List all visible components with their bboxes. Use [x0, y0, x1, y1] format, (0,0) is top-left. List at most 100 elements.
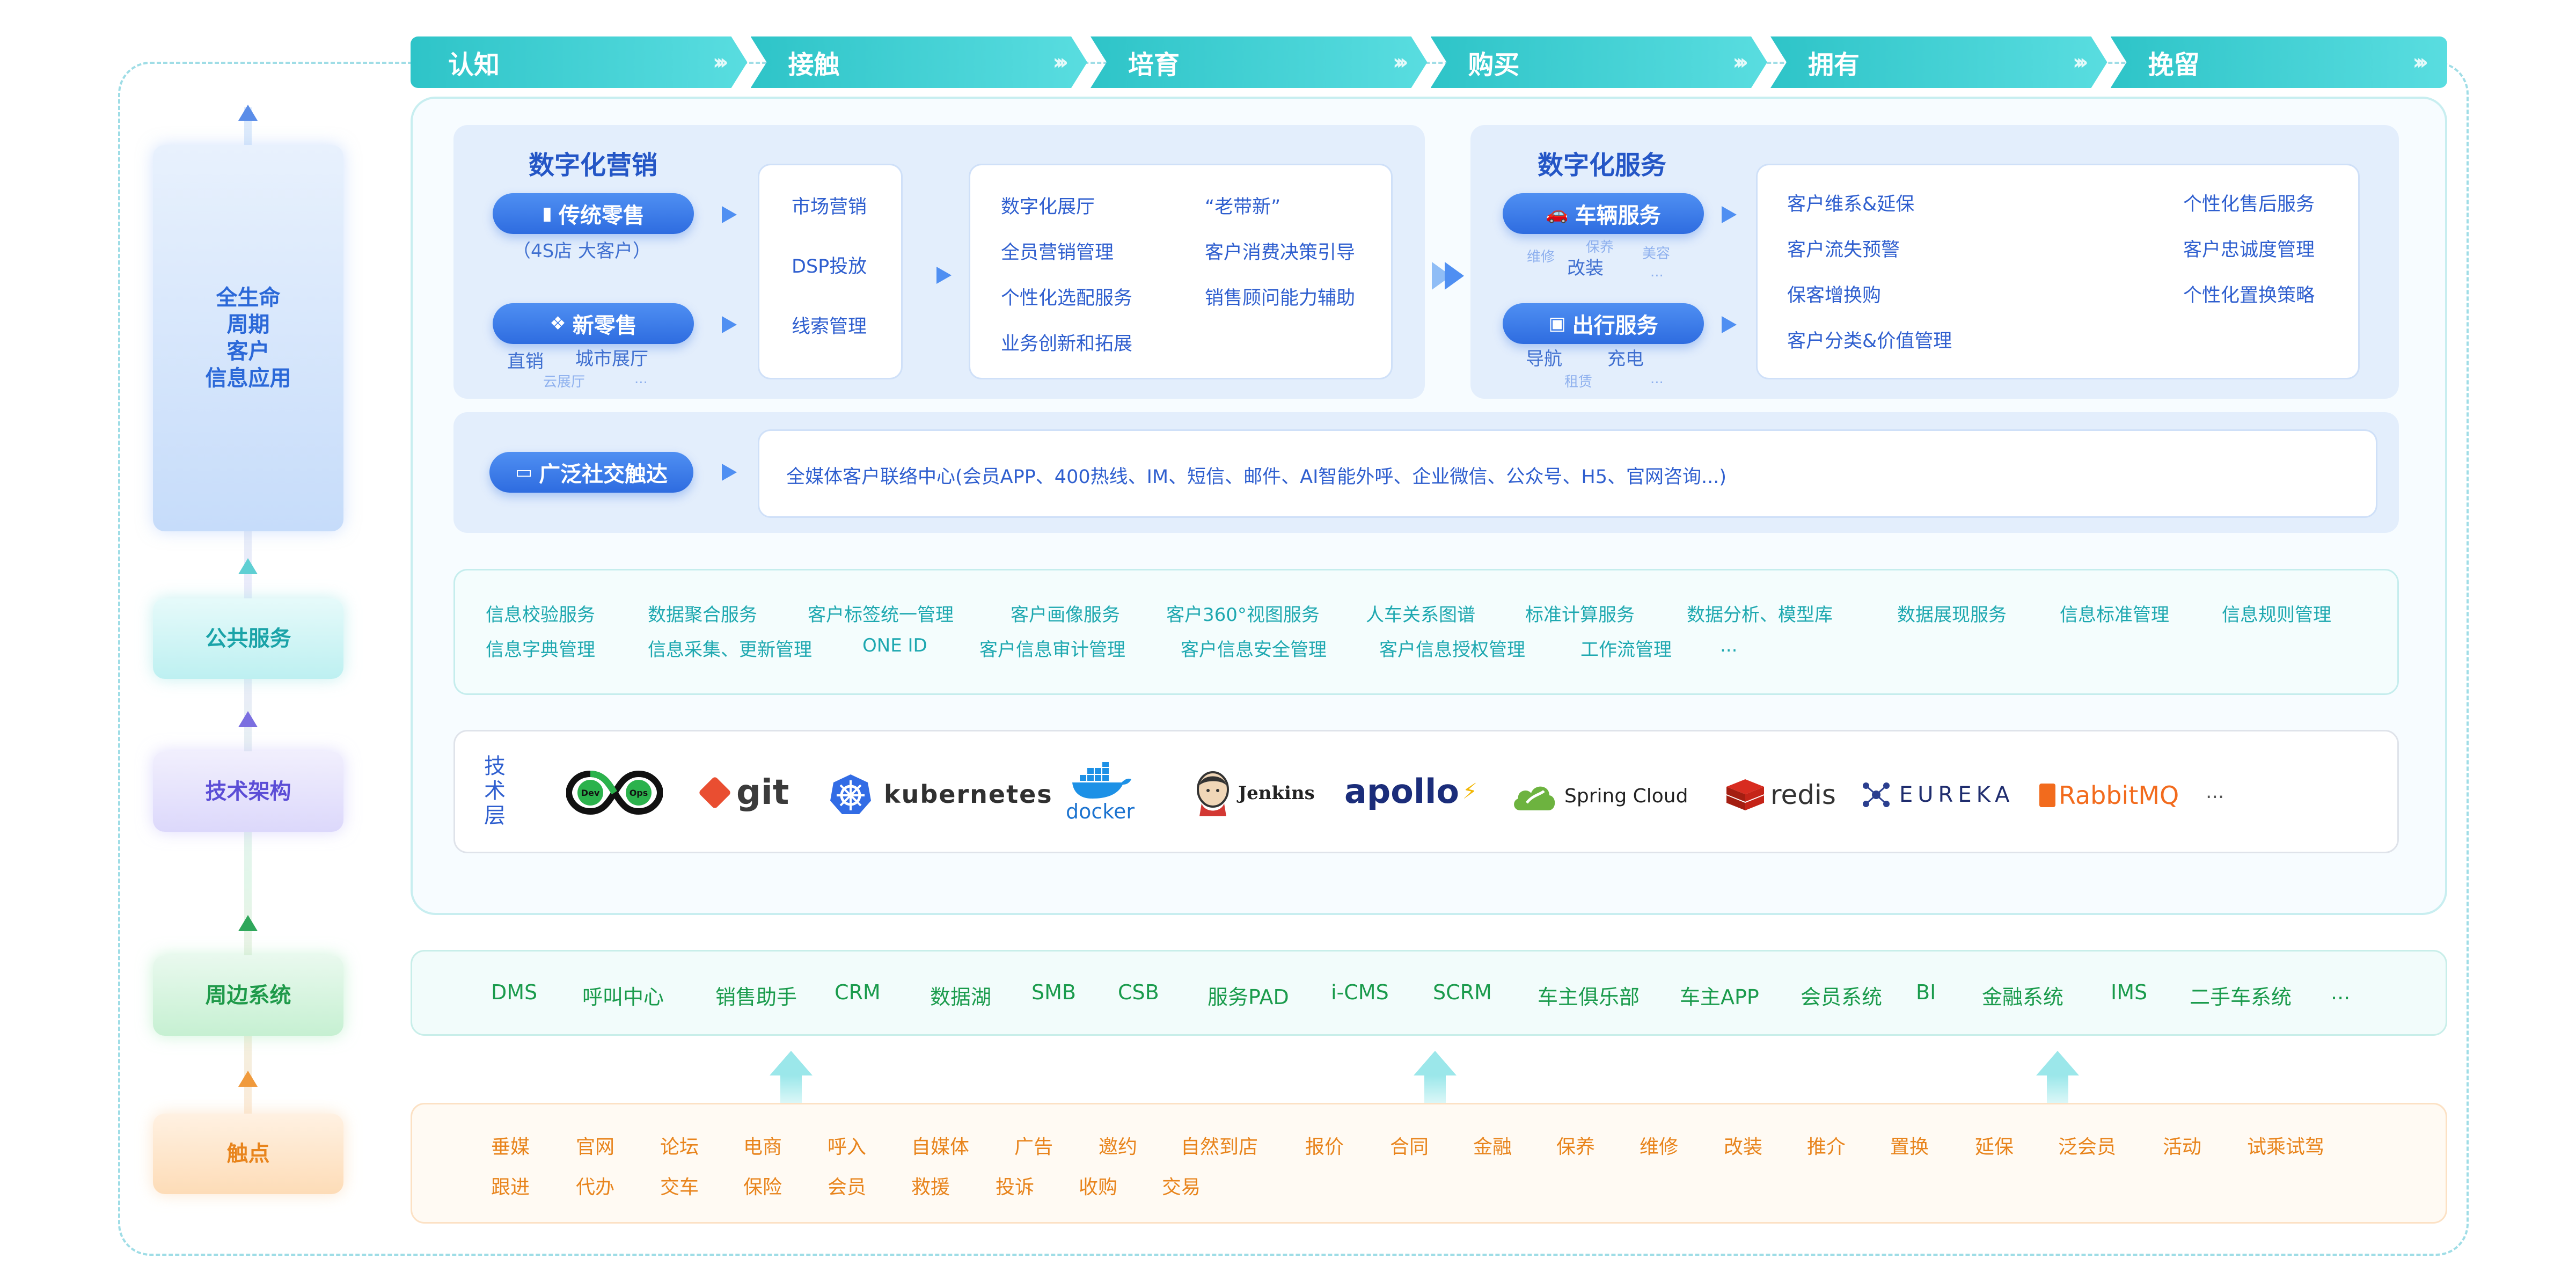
- redis-text: redis: [1770, 779, 1836, 810]
- touchpoint-item: 报价: [1305, 1136, 1344, 1158]
- feature-item: 客户分类&价值管理: [1787, 331, 1952, 352]
- public-service-item: 数据聚合服务: [648, 604, 757, 626]
- network-icon: ❖: [550, 313, 566, 334]
- arrow-up-icon: [2036, 1051, 2079, 1108]
- new-retail-sub: ...: [634, 371, 648, 387]
- feature-item: 个性化售后服务: [2183, 194, 2315, 215]
- kubernetes-text: kubernetes: [884, 780, 1053, 809]
- touchpoint-item: 收购: [1079, 1176, 1118, 1198]
- travel-service-pill: ▣出行服务: [1503, 303, 1704, 344]
- stage-nurture: 培育›››: [1091, 36, 1428, 88]
- feature-item: 客户维系&延保: [1787, 194, 1915, 215]
- public-service-item: 信息规则管理: [2222, 604, 2331, 626]
- public-service-item: 信息标准管理: [2060, 604, 2169, 626]
- feature-item: “老带新”: [1205, 196, 1281, 218]
- public-service-item: 工作流管理: [1580, 639, 1672, 661]
- public-service-label: 公共服务: [153, 598, 343, 679]
- marketing-channels-box: [758, 164, 903, 379]
- vehicle-service-pill: 🚗车辆服务: [1503, 193, 1704, 234]
- spring-cloud-logo: Spring Cloud: [1511, 779, 1688, 813]
- peripheral-system-item: SCRM: [1433, 980, 1492, 1004]
- public-service-item: 客户信息审计管理: [979, 639, 1125, 661]
- arrow-up-icon: [238, 711, 258, 727]
- vehicle-service-sub: 改装: [1567, 258, 1604, 279]
- stage-contact: 接触›››: [751, 36, 1088, 88]
- arrow-right-icon: [722, 464, 737, 481]
- public-services-panel: [453, 569, 2399, 695]
- public-service-item: 客户信息授权管理: [1379, 639, 1525, 661]
- more-ellipsis: ...: [2206, 781, 2224, 803]
- touchpoint-item: 金融: [1473, 1136, 1512, 1158]
- stage-own: 拥有 ›››: [1770, 36, 2107, 88]
- new-retail-sub: 城市展厅: [575, 348, 648, 370]
- tech-label-char: 术: [484, 779, 506, 803]
- git-logo: git: [698, 773, 789, 813]
- stage-cognition: 认知›››: [411, 36, 748, 88]
- social-reach-pill: ▭广泛社交触达: [489, 452, 693, 493]
- touchpoint-item: 邀约: [1099, 1136, 1138, 1158]
- stage-label: 认知: [448, 50, 500, 80]
- git-text: git: [736, 773, 789, 813]
- public-service-item: 数据展现服务: [1897, 604, 2007, 626]
- double-arrow-right-icon: [1445, 262, 1464, 290]
- stage-retain: 挽留›››: [2110, 36, 2447, 88]
- arrow-right-icon: [722, 316, 737, 333]
- stage-purchase: 购买›››: [1431, 36, 1768, 88]
- touchpoint-item: 投诉: [996, 1176, 1035, 1198]
- public-service-item: 信息校验服务: [486, 604, 595, 626]
- tech-layer-panel: [453, 730, 2399, 853]
- jenkins-icon: [1197, 771, 1229, 816]
- devops-dev-text: Dev: [581, 788, 600, 798]
- touchpoint-item: 跟进: [491, 1176, 530, 1198]
- travel-service-sub: 导航: [1526, 348, 1562, 370]
- docker-text: docker: [1066, 800, 1135, 823]
- channel-item: 市场营销: [792, 196, 867, 218]
- stage-banner: 认知››› 接触››› 培育››› 购买››› 拥有››› 挽留›››: [411, 36, 2447, 88]
- pill-label: 车辆服务: [1575, 203, 1661, 228]
- tech-layer-label: 技 术 层: [484, 754, 506, 828]
- stage-label: 拥有: [1808, 50, 1860, 80]
- arrow-right-icon: [936, 267, 952, 284]
- travel-service-sub: 充电: [1607, 348, 1644, 370]
- chevron-right-icon: ›››: [1393, 50, 1403, 75]
- vehicle-service-sub: 维修: [1527, 249, 1555, 265]
- chevron-right-icon: ›››: [2073, 50, 2083, 75]
- touchpoint-item: 救援: [911, 1176, 950, 1198]
- marketing-features-box: [969, 164, 1393, 379]
- peripheral-system-item: 服务PAD: [1208, 985, 1289, 1009]
- touchpoint-item: 推介: [1807, 1136, 1846, 1158]
- vehicle-service-sub: 美容: [1642, 246, 1671, 262]
- stage-label: 挽留: [2148, 50, 2200, 80]
- public-service-item: 标准计算服务: [1525, 604, 1635, 626]
- peripheral-system-item: ...: [2331, 980, 2351, 1004]
- feature-item: 客户消费决策引导: [1205, 242, 1356, 264]
- rabbitmq-logo: RabbitMQ: [2039, 781, 2179, 810]
- touchpoint-item: 保险: [743, 1176, 782, 1198]
- vehicle-service-sub: 保养: [1586, 239, 1614, 255]
- touchpoint-item: 合同: [1390, 1136, 1429, 1158]
- touchpoint-item: 电商: [743, 1136, 782, 1158]
- arrow-right-icon: [1722, 316, 1737, 333]
- touchpoint-item: 改装: [1724, 1136, 1763, 1158]
- channel-item: 线索管理: [792, 316, 867, 338]
- touchpoint-item: 交易: [1162, 1176, 1201, 1198]
- kubernetes-logo: kubernetes: [829, 773, 1053, 816]
- redis-logo: redis: [1725, 777, 1836, 813]
- lifecycle-line: 信息应用: [205, 366, 291, 391]
- pill-label: 出行服务: [1572, 313, 1658, 338]
- touchpoint-item: 泛会员: [2058, 1136, 2117, 1158]
- rabbitmq-icon: [2039, 784, 2055, 807]
- jenkins-text: Jenkins: [1238, 782, 1315, 804]
- public-service-item: 客户画像服务: [1011, 604, 1120, 626]
- social-channels-box: [758, 429, 2377, 518]
- digital-service-title: 数字化服务: [1538, 150, 1667, 180]
- lifecycle-label: 全生命 周期 客户 信息应用: [153, 145, 343, 531]
- git-icon: [698, 775, 732, 810]
- peripheral-system-item: 销售助手: [715, 985, 797, 1009]
- peripheral-system-item: SMB: [1031, 980, 1076, 1004]
- devops-icon: Dev Ops: [565, 770, 664, 815]
- docker-icon: [1072, 762, 1131, 799]
- tech-label-char: 技: [484, 754, 506, 779]
- eureka-icon: [1863, 782, 1890, 807]
- feature-item: 个性化选配服务: [1001, 288, 1133, 309]
